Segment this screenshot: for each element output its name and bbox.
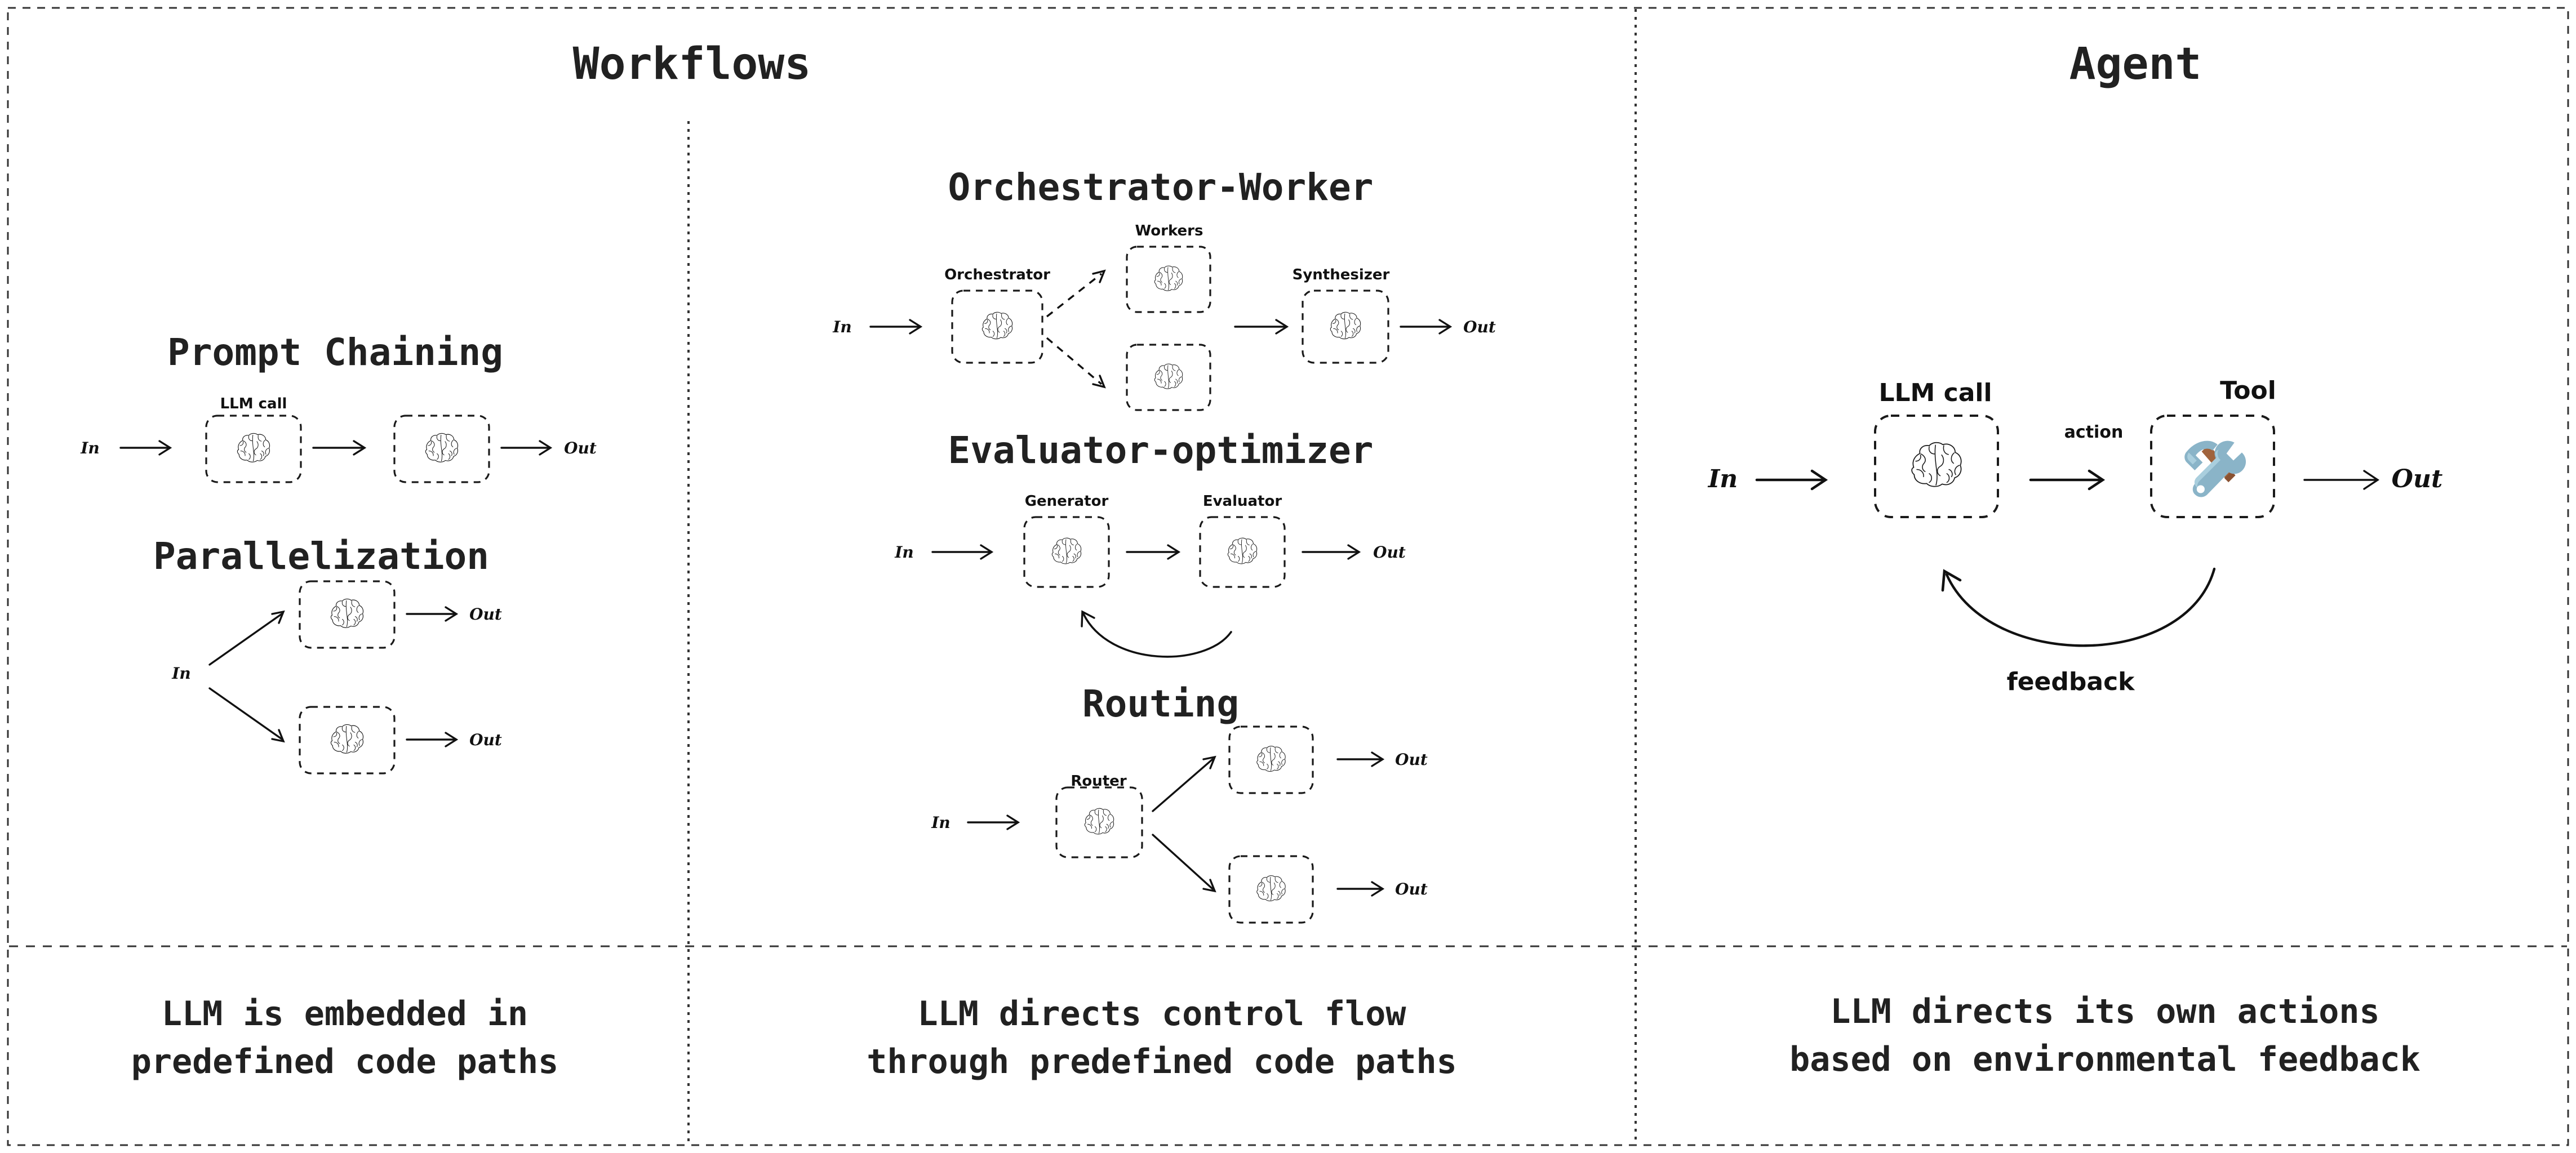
parallel-box-bottom xyxy=(299,706,396,774)
label-in: In xyxy=(80,439,99,457)
label-out-top: Out xyxy=(469,605,502,624)
orchestrator-box xyxy=(951,290,1043,364)
parallel-box-top xyxy=(299,580,396,649)
brain-icon xyxy=(1154,265,1183,291)
label-out-bottom: Out xyxy=(469,731,502,749)
label-synthesizer: Synthesizer xyxy=(1293,266,1390,283)
caption-line-1: LLM is embedded in xyxy=(162,994,528,1034)
section-routing: Routing Router In Out Out xyxy=(931,682,1428,924)
label-in: In xyxy=(894,543,913,562)
worker-box-top xyxy=(1126,246,1211,313)
brain-icon xyxy=(237,433,270,462)
caption-line-2: through predefined code paths xyxy=(867,1042,1457,1081)
generator-box xyxy=(1023,516,1110,588)
section-orchestrator-worker: Orchestrator-Worker Workers Orchestrator… xyxy=(832,166,1496,411)
brain-icon xyxy=(330,724,364,754)
caption-workflows-left: LLM is embedded in predefined code paths xyxy=(131,994,559,1081)
panel-title-workflows: Workflows xyxy=(573,39,811,90)
label-in: In xyxy=(1707,465,1738,493)
brain-icon xyxy=(330,598,364,628)
brain-icon xyxy=(1256,875,1286,902)
brain-icon xyxy=(425,433,459,462)
evaluator-box xyxy=(1199,516,1286,588)
label-in: In xyxy=(832,318,851,336)
label-out-top: Out xyxy=(1395,750,1428,769)
synthesizer-box xyxy=(1302,290,1389,364)
label-llm-call: LLM call xyxy=(220,395,287,412)
brain-icon xyxy=(1227,537,1258,564)
label-workers: Workers xyxy=(1135,222,1203,239)
llm-call-box-1 xyxy=(205,415,302,483)
hammer-and-wrench-icon xyxy=(2184,440,2246,497)
label-orchestrator: Orchestrator xyxy=(944,266,1050,283)
caption-agent: LLM directs its own actions based on env… xyxy=(1789,992,2420,1079)
label-llm-call: LLM call xyxy=(1878,379,1992,407)
section-title-routing: Routing xyxy=(1082,682,1239,725)
brain-icon xyxy=(1084,808,1114,835)
brain-icon xyxy=(1330,311,1361,340)
label-feedback: feedback xyxy=(2007,667,2136,696)
label-out: Out xyxy=(2392,465,2443,493)
panel-title-agent: Agent xyxy=(2069,39,2202,90)
brain-icon xyxy=(1154,363,1183,389)
brain-icon xyxy=(1051,537,1082,564)
brain-icon xyxy=(981,311,1013,340)
brain-icon xyxy=(1256,746,1286,772)
label-action: action xyxy=(2064,422,2124,442)
worker-box-bottom xyxy=(1126,344,1211,411)
label-out: Out xyxy=(1373,543,1406,562)
outer-frame xyxy=(7,7,2569,1146)
label-in: In xyxy=(931,813,950,832)
section-title-evaluator-optimizer: Evaluator-optimizer xyxy=(948,429,1374,472)
section-parallelization: Parallelization In Out Out xyxy=(153,535,502,774)
section-prompt-chaining: Prompt Chaining LLM call In Out xyxy=(80,331,597,483)
label-generator: Generator xyxy=(1025,493,1109,510)
router-box xyxy=(1055,786,1143,858)
caption-line-2: based on environmental feedback xyxy=(1789,1040,2420,1079)
agent-llm-call-box xyxy=(1874,415,1999,518)
caption-line-1: LLM directs control flow xyxy=(918,994,1407,1034)
label-out-bottom: Out xyxy=(1395,880,1428,898)
label-out: Out xyxy=(1463,318,1496,336)
caption-line-2: predefined code paths xyxy=(131,1042,559,1081)
brain-icon xyxy=(1911,442,1962,487)
agent-tool-box xyxy=(2150,415,2275,518)
routing-box-bottom xyxy=(1228,855,1314,924)
section-title-prompt-chaining: Prompt Chaining xyxy=(167,331,503,374)
llm-call-box-2 xyxy=(393,415,490,483)
section-title-parallelization: Parallelization xyxy=(153,535,489,578)
label-tool: Tool xyxy=(2220,376,2276,405)
section-title-orchestrator-worker: Orchestrator-Worker xyxy=(948,166,1374,209)
caption-workflows-middle: LLM directs control flow through predefi… xyxy=(867,994,1457,1081)
caption-line-1: LLM directs its own actions xyxy=(1830,992,2379,1031)
section-evaluator-optimizer: Evaluator-optimizer Generator Evaluator … xyxy=(894,429,1406,658)
section-agent-flow: LLM call Tool action In Out feedback xyxy=(1707,376,2443,696)
label-out: Out xyxy=(564,439,597,457)
routing-box-top xyxy=(1228,725,1314,794)
label-evaluator: Evaluator xyxy=(1203,493,1282,510)
label-in: In xyxy=(171,664,190,683)
